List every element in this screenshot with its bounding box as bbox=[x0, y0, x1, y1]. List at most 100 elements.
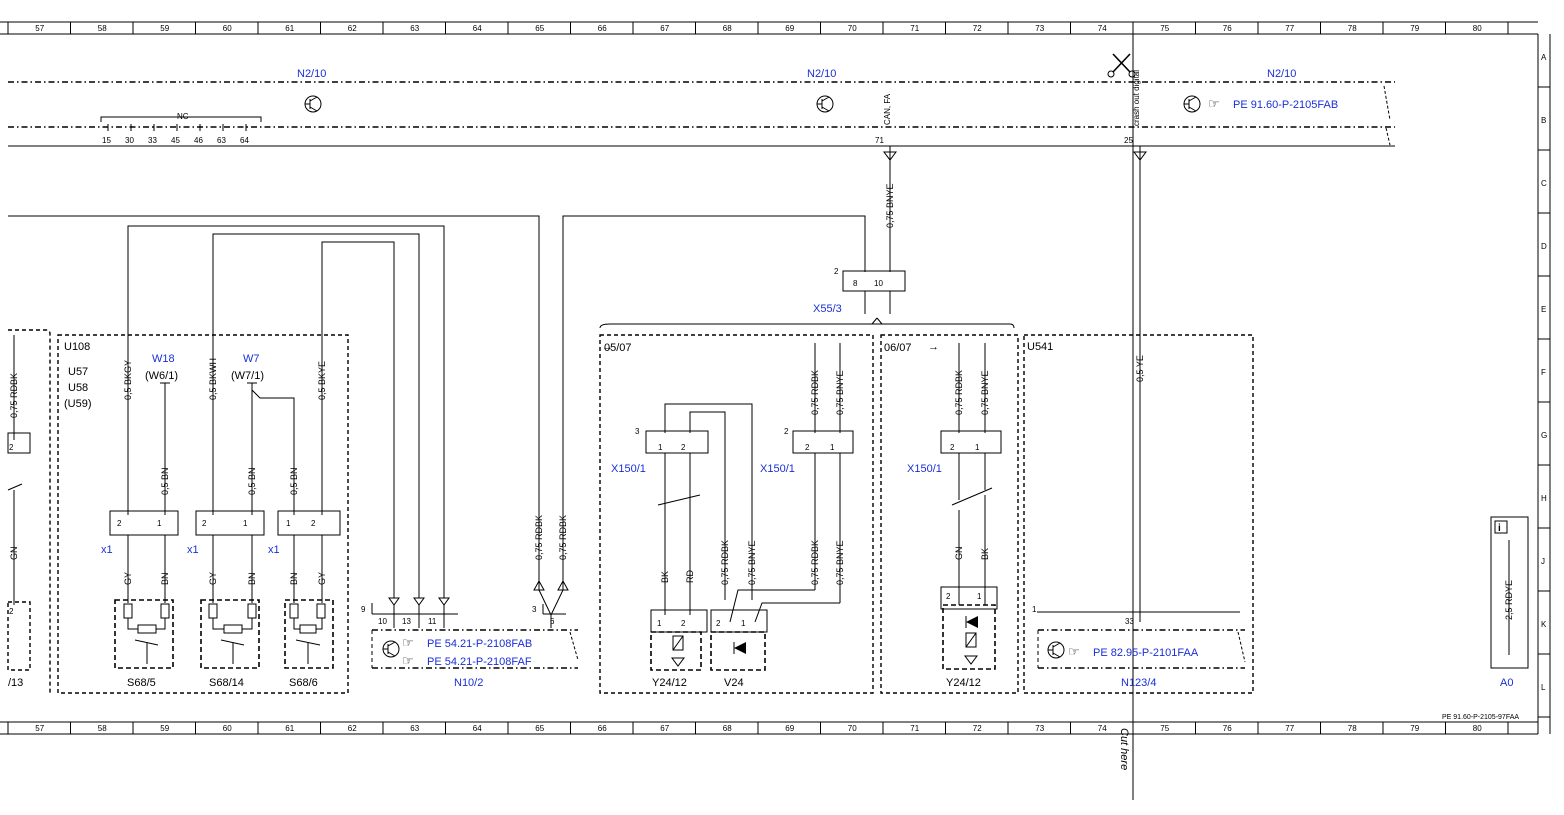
column-number: 78 bbox=[1348, 24, 1357, 33]
column-number: 61 bbox=[285, 724, 294, 733]
svg-text:6: 6 bbox=[550, 617, 555, 626]
column-number: 66 bbox=[598, 24, 607, 33]
column-number: 76 bbox=[1223, 24, 1232, 33]
svg-text:GN: GN bbox=[954, 547, 964, 561]
svg-text:GY: GY bbox=[123, 572, 133, 585]
connector-x55-3: 2 8 10 X55/3 bbox=[599, 267, 1015, 329]
nc-pin: 33 bbox=[148, 136, 157, 145]
svg-text:→: → bbox=[928, 341, 939, 353]
svg-text:BN: BN bbox=[160, 572, 170, 585]
a0-label: A0 bbox=[1500, 677, 1513, 689]
column-number: 76 bbox=[1223, 724, 1232, 733]
svg-text:1: 1 bbox=[286, 519, 291, 528]
column-number: 68 bbox=[723, 724, 732, 733]
column-number: 72 bbox=[973, 24, 982, 33]
n123-4-label: N123/4 bbox=[1121, 677, 1156, 689]
svg-text:(W7/1): (W7/1) bbox=[231, 370, 264, 382]
row-letter: B bbox=[1541, 116, 1546, 125]
n10-2-ref1[interactable]: PE 54.21-P-2108FAB bbox=[427, 638, 532, 650]
column-number: 75 bbox=[1160, 24, 1169, 33]
column-number: 71 bbox=[910, 724, 919, 733]
nc-pin: 63 bbox=[217, 136, 226, 145]
svg-text:10: 10 bbox=[874, 279, 883, 288]
diode-label: V24 bbox=[724, 677, 744, 689]
column-number: 73 bbox=[1035, 724, 1044, 733]
pin-71: 71 bbox=[875, 136, 884, 145]
column-number: 77 bbox=[1285, 724, 1294, 733]
svg-text:1: 1 bbox=[830, 443, 835, 452]
column-number: 60 bbox=[223, 724, 232, 733]
n10-2-label: N10/2 bbox=[454, 677, 483, 689]
svg-text:33: 33 bbox=[1125, 617, 1134, 626]
svg-text:0,75 RDBK: 0,75 RDBK bbox=[534, 515, 544, 560]
column-number: 62 bbox=[348, 24, 357, 33]
n2-10-ref[interactable]: PE 91.60-P-2105FAB bbox=[1233, 99, 1338, 111]
wire-label: 0,75 BNYE bbox=[885, 183, 895, 228]
u541-block: U541 1 33 ☞ PE 82.95-P-2101FAA N123/4 bbox=[1023, 334, 1254, 694]
column-number: 63 bbox=[410, 724, 419, 733]
switch-label: S68/6 bbox=[289, 677, 318, 689]
svg-text:1: 1 bbox=[157, 519, 162, 528]
w7-label: W7 bbox=[243, 353, 260, 365]
svg-text:U108: U108 bbox=[64, 341, 90, 353]
svg-text:2: 2 bbox=[946, 592, 951, 601]
column-number: 79 bbox=[1410, 24, 1419, 33]
row-letter: D bbox=[1541, 242, 1547, 251]
svg-text:2,5 RDYE: 2,5 RDYE bbox=[1504, 580, 1514, 620]
column-number: 71 bbox=[910, 24, 919, 33]
n10-2-ref2[interactable]: PE 54.21-P-2108FAF bbox=[427, 656, 532, 668]
svg-text:2: 2 bbox=[805, 443, 810, 452]
svg-text:3: 3 bbox=[635, 427, 640, 436]
row-letter: E bbox=[1541, 305, 1546, 314]
column-number: 64 bbox=[473, 24, 482, 33]
svg-text:x1: x1 bbox=[268, 544, 280, 556]
column-number: 69 bbox=[785, 724, 794, 733]
svg-text:06/07: 06/07 bbox=[884, 342, 912, 354]
column-number: 78 bbox=[1348, 724, 1357, 733]
x150-1-label: X150/1 bbox=[760, 463, 795, 475]
svg-text:0,75 RDBK: 0,75 RDBK bbox=[9, 373, 19, 418]
column-number: 67 bbox=[660, 24, 669, 33]
info-icon: i bbox=[1498, 523, 1501, 534]
svg-text:GY: GY bbox=[317, 572, 327, 585]
wire-ye-right: 0,5 YE bbox=[1133, 146, 1147, 622]
svg-text:2: 2 bbox=[834, 267, 839, 276]
row-letter: K bbox=[1541, 620, 1547, 629]
w18-label: W18 bbox=[152, 353, 175, 365]
transistor-icon bbox=[1183, 95, 1201, 113]
svg-text:BK: BK bbox=[980, 548, 990, 560]
svg-text:GY: GY bbox=[208, 572, 218, 585]
svg-text:0,75 RDBK: 0,75 RDBK bbox=[810, 540, 820, 585]
svg-text:x1: x1 bbox=[101, 544, 113, 556]
svg-text:BN: BN bbox=[247, 572, 257, 585]
svg-text:U58: U58 bbox=[68, 382, 88, 394]
svg-text:0,75 BNYE: 0,75 BNYE bbox=[835, 540, 845, 585]
svg-text:0,5 BKWH: 0,5 BKWH bbox=[208, 358, 218, 400]
column-number: 68 bbox=[723, 24, 732, 33]
valve-label: Y24/12 bbox=[652, 677, 687, 689]
column-number: 80 bbox=[1473, 24, 1482, 33]
svg-text:2: 2 bbox=[784, 427, 789, 436]
pointing-hand-icon: ☞ bbox=[1208, 96, 1220, 111]
can-fa-label: CAN, FA bbox=[883, 93, 892, 125]
column-number: 80 bbox=[1473, 724, 1482, 733]
n123-4-ref[interactable]: PE 82.95-P-2101FAA bbox=[1093, 647, 1199, 659]
n2-10-label-a: N2/10 bbox=[297, 68, 326, 80]
footer-ref: PE 91.60-P-2105-97FAA bbox=[1442, 714, 1519, 721]
column-number: 67 bbox=[660, 724, 669, 733]
svg-text:2: 2 bbox=[9, 607, 14, 616]
column-number: 63 bbox=[410, 24, 419, 33]
svg-text:1: 1 bbox=[1032, 605, 1037, 614]
column-number: 74 bbox=[1098, 724, 1107, 733]
scissors-icon bbox=[1107, 53, 1136, 78]
nc-label: NC bbox=[177, 112, 189, 121]
column-number: 70 bbox=[848, 724, 857, 733]
transistor-icon bbox=[816, 95, 834, 113]
column-number: 69 bbox=[785, 24, 794, 33]
left-component-label: /13 bbox=[8, 677, 23, 689]
column-number: 65 bbox=[535, 24, 544, 33]
svg-text:RD: RD bbox=[685, 570, 695, 583]
